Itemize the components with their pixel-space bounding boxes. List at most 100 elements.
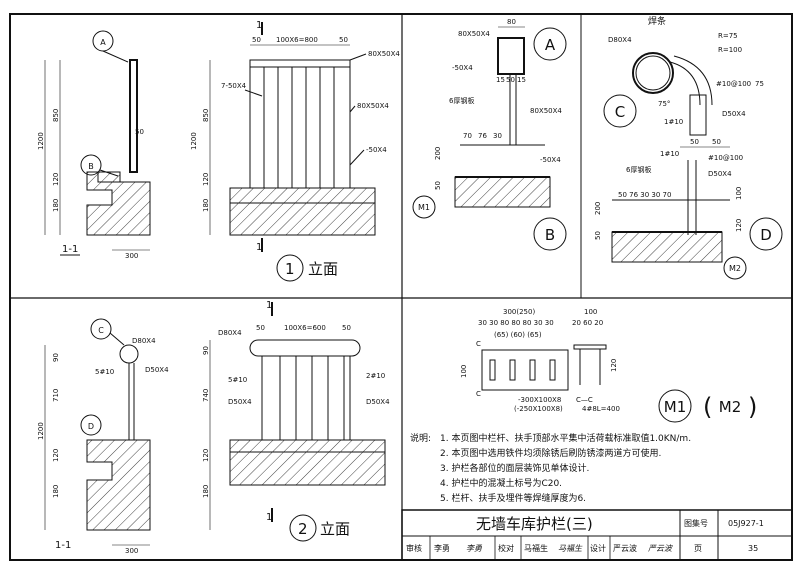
- railing-frame: [249, 59, 351, 189]
- section-cut-bottom-2: 1: [266, 512, 272, 523]
- label-p2-bar: 5#10: [95, 368, 114, 376]
- label-ab-flat: -50X4: [452, 64, 473, 72]
- callout-a-big: [533, 27, 567, 61]
- railing-bars: [263, 67, 335, 188]
- handrail-section: [119, 344, 139, 364]
- dim-cd-200: 200: [594, 202, 602, 215]
- signoff-sign-3: 严云波: [648, 544, 674, 553]
- label-p2-tube-2: D50X4: [228, 398, 252, 406]
- panel-ab: 80 80X50X4 -50X4 15 50 15 6厚钢板 80X50X4 7…: [412, 18, 567, 251]
- section-cut-top-2: 1: [266, 300, 272, 311]
- dim-cd-100: 100: [735, 187, 743, 200]
- dim-180: 180: [52, 199, 60, 212]
- label-post-2: 80X50X4: [357, 102, 389, 110]
- dim-15b: 15: [517, 76, 526, 84]
- dim-p2-top: 100X6=600: [284, 324, 326, 332]
- label-p2-bar-3: 2#10: [366, 372, 385, 380]
- label-ab-post-2: 80X50X4: [530, 107, 562, 115]
- embed-side: 100: [460, 365, 468, 378]
- note-2: 2. 本页图中选用铁件均须除锈后刷防锈漆两道方可使用.: [440, 447, 661, 459]
- dim-e50-right: 50: [339, 36, 348, 44]
- sheet-border: [9, 13, 793, 561]
- post-section: [129, 59, 138, 173]
- embed-block: [454, 176, 551, 208]
- cc-title: C—C: [576, 396, 593, 404]
- dim-200: 200: [434, 147, 442, 160]
- m1-label-ab: M1: [418, 203, 430, 212]
- label-bar-4: #10@100: [708, 154, 743, 162]
- paren-close: ): [748, 393, 757, 421]
- dim-p2-1200: 1200: [37, 422, 45, 440]
- embed-plate-label: -300X100X8: [518, 396, 561, 404]
- dim-30: 30: [493, 132, 502, 140]
- label-p2-pipe: D80X4: [132, 337, 156, 345]
- post-box: [497, 37, 525, 75]
- dim-180-elev: 180: [202, 199, 210, 212]
- m2-big-label: M2: [719, 398, 742, 416]
- embed-plate-alt: (-250X100X8): [514, 405, 563, 413]
- label-cd-plate: 6厚钢板: [626, 165, 651, 174]
- embed-block-cd: [611, 231, 723, 263]
- label-ab-flat-2: -50X4: [540, 156, 561, 164]
- embed-row2: (65) (60) (65): [494, 331, 542, 339]
- panel-2: C D80X4 5#10 D50X4 D 1200 90 710 120 180…: [37, 300, 390, 555]
- label-post: 80X50X4: [368, 50, 400, 58]
- handrail-pipe: [632, 52, 674, 94]
- label-p2-tube-3: D50X4: [366, 398, 390, 406]
- dim-15a: 15: [496, 76, 505, 84]
- notes-heading: 说明:: [410, 432, 431, 444]
- dim-850-elev: 850: [202, 109, 210, 122]
- label-r75: R=75: [718, 32, 738, 40]
- base-elevation: [229, 187, 376, 236]
- panel-cd: 焊条 D80X4 R=75 R=100 #10@100 75 75° 1#10 …: [594, 15, 783, 280]
- paren-open: (: [703, 393, 712, 421]
- railing-bars-2: [279, 356, 345, 440]
- label-bar-3: 1#10: [660, 150, 679, 158]
- handrail-elev: [249, 339, 361, 357]
- dim-p2-120b: 120: [202, 449, 210, 462]
- callout-c: [90, 318, 112, 340]
- callout-m2-cd: [723, 256, 747, 280]
- signoff-sign-1: 李勇: [466, 544, 483, 553]
- dim-cd-50-v: 50: [594, 231, 602, 240]
- signoff-sign-2: 马福生: [558, 544, 583, 553]
- dim-50b: 50: [712, 138, 721, 146]
- caption-circle-2: [289, 514, 317, 542]
- callout-c-big-label: C: [615, 103, 625, 121]
- dim-50a: 50: [690, 138, 699, 146]
- callout-c-label: C: [98, 326, 104, 335]
- dim-p2-50b: 50: [342, 324, 351, 332]
- caption-circle-1: [276, 254, 304, 282]
- note-3: 3. 护栏各部位的面层装饰见单体设计.: [440, 462, 589, 474]
- label-pipe: D80X4: [608, 36, 632, 44]
- dim-70: 70: [463, 132, 472, 140]
- callout-a-label: A: [100, 38, 106, 47]
- dim-p2-710: 710: [52, 389, 60, 402]
- callout-d: [80, 414, 102, 436]
- label-plate: -50X4: [366, 146, 387, 154]
- label-ab-plate: 6厚钢板: [449, 96, 474, 105]
- section-cut-top: 1: [256, 20, 262, 31]
- panel-1: A B 1200 850 120 180 300 1-1 50 1 50 100…: [37, 20, 400, 282]
- label-ab-post: 80X50X4: [458, 30, 490, 38]
- caption-num-2: 2: [298, 520, 308, 538]
- section-title-1-1: 1-1: [62, 244, 78, 255]
- m1-big-label: M1: [664, 398, 687, 416]
- dim-p2-90b: 90: [202, 346, 210, 355]
- embed-c2: C: [476, 390, 481, 398]
- dim-120-elev: 120: [202, 173, 210, 186]
- callout-m1-ab: [412, 195, 436, 219]
- signoff-name-1: 李勇: [434, 543, 450, 553]
- sheet-title: 无墙车库护栏(三): [476, 515, 593, 533]
- caption-num-1: 1: [285, 260, 295, 278]
- label-angle: 75°: [658, 100, 670, 108]
- caption-text-2: 立面: [320, 520, 350, 538]
- dim-76: 76: [478, 132, 487, 140]
- dim-1200: 1200: [37, 132, 45, 150]
- base-elev-2: [229, 439, 386, 486]
- note-4: 4. 护栏中的混凝土标号为C20.: [440, 477, 562, 489]
- dim-p2-300: 300: [125, 547, 138, 555]
- embed-top: 300(250): [503, 308, 535, 316]
- section-title-2: 1-1: [55, 540, 71, 551]
